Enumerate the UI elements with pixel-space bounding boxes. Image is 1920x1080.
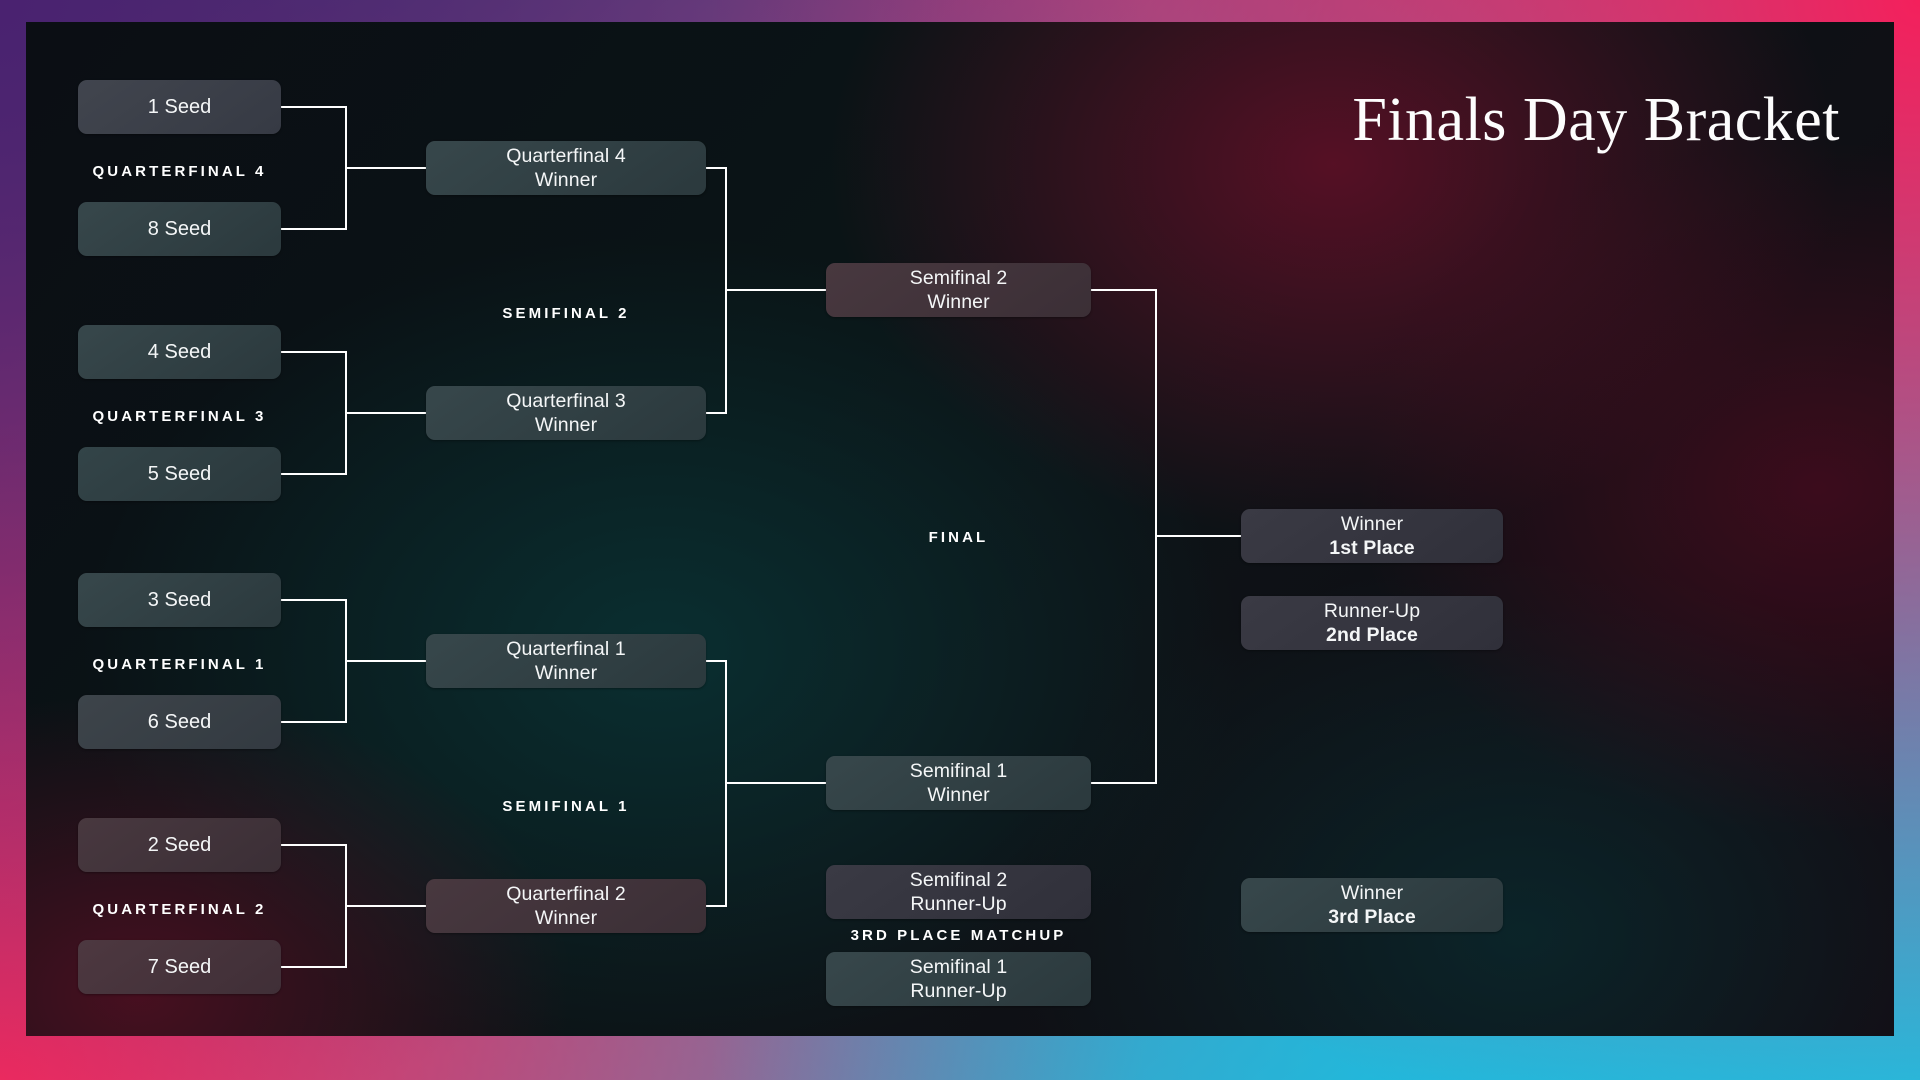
round-label-semifinal-1: SEMIFINAL 1 — [502, 798, 630, 815]
match-line-1: Quarterfinal 4 — [506, 144, 626, 167]
seed-box-1[interactable]: 1 Seed — [78, 80, 281, 134]
seed-box-6[interactable]: 6 Seed — [78, 695, 281, 749]
match-line-2: Winner — [534, 414, 598, 436]
match-line-2: Winner — [927, 784, 990, 806]
seed-label: 6 Seed — [147, 710, 212, 733]
round-label-quarterfinal-2: QUARTERFINAL 2 — [92, 901, 267, 918]
seed-label: 3 Seed — [147, 588, 212, 611]
match-box-sf1-winner[interactable]: Semifinal 1 Winner — [826, 756, 1091, 810]
match-line-2: Winner — [534, 169, 598, 191]
match-box-qf2-winner[interactable]: Quarterfinal 2 Winner — [426, 879, 706, 933]
seed-box-7[interactable]: 7 Seed — [78, 940, 281, 994]
placement-line-1: Runner-Up — [1323, 599, 1421, 622]
seed-label: 2 Seed — [147, 833, 212, 856]
round-label-quarterfinal-1: QUARTERFINAL 1 — [92, 656, 267, 673]
placement-line-1: Winner — [1340, 512, 1404, 535]
round-label-quarterfinal-3: QUARTERFINAL 3 — [92, 408, 267, 425]
placement-line-2: 1st Place — [1329, 537, 1415, 559]
placement-line-2: 3rd Place — [1328, 906, 1416, 928]
placement-box-first[interactable]: Winner 1st Place — [1241, 509, 1503, 563]
seed-box-5[interactable]: 5 Seed — [78, 447, 281, 501]
placement-box-second[interactable]: Runner-Up 2nd Place — [1241, 596, 1503, 650]
round-label-final: FINAL — [928, 529, 989, 546]
placement-line-1: Winner — [1340, 881, 1404, 904]
round-label-third-place: 3RD PLACE MATCHUP — [850, 927, 1067, 944]
match-box-qf3-winner[interactable]: Quarterfinal 3 Winner — [426, 386, 706, 440]
match-line-1: Semifinal 1 — [909, 759, 1008, 782]
seed-box-3[interactable]: 3 Seed — [78, 573, 281, 627]
seed-label: 7 Seed — [147, 955, 212, 978]
match-line-2: Winner — [534, 907, 598, 929]
seed-label: 1 Seed — [147, 95, 212, 118]
match-box-sf2-winner[interactable]: Semifinal 2 Winner — [826, 263, 1091, 317]
seed-box-8[interactable]: 8 Seed — [78, 202, 281, 256]
round-label-quarterfinal-4: QUARTERFINAL 4 — [92, 163, 267, 180]
match-box-sf1-runner-up[interactable]: Semifinal 1 Runner-Up — [826, 952, 1091, 1006]
seed-box-2[interactable]: 2 Seed — [78, 818, 281, 872]
seed-label: 5 Seed — [147, 462, 212, 485]
placement-line-2: 2nd Place — [1326, 624, 1418, 646]
match-line-1: Quarterfinal 3 — [506, 389, 626, 412]
match-line-2: Winner — [534, 662, 598, 684]
match-line-1: Semifinal 1 — [909, 955, 1008, 978]
match-line-1: Quarterfinal 2 — [506, 882, 626, 905]
match-line-2: Winner — [927, 291, 990, 313]
match-line-2: Runner-Up — [910, 893, 1007, 915]
match-box-sf2-runner-up[interactable]: Semifinal 2 Runner-Up — [826, 865, 1091, 919]
seed-label: 4 Seed — [147, 340, 212, 363]
match-box-qf4-winner[interactable]: Quarterfinal 4 Winner — [426, 141, 706, 195]
placement-box-third[interactable]: Winner 3rd Place — [1241, 878, 1503, 932]
match-line-1: Semifinal 2 — [909, 266, 1008, 289]
round-label-semifinal-2: SEMIFINAL 2 — [502, 305, 630, 322]
bracket-stage: Finals Day Bracket 1 Seed QUARTERFINAL 4… — [26, 22, 1894, 1036]
seed-label: 8 Seed — [147, 217, 212, 240]
match-line-1: Semifinal 2 — [909, 868, 1008, 891]
seed-box-4[interactable]: 4 Seed — [78, 325, 281, 379]
match-line-2: Runner-Up — [910, 980, 1007, 1002]
match-line-1: Quarterfinal 1 — [506, 637, 626, 660]
match-box-qf1-winner[interactable]: Quarterfinal 1 Winner — [426, 634, 706, 688]
page-title: Finals Day Bracket — [1352, 86, 1840, 154]
